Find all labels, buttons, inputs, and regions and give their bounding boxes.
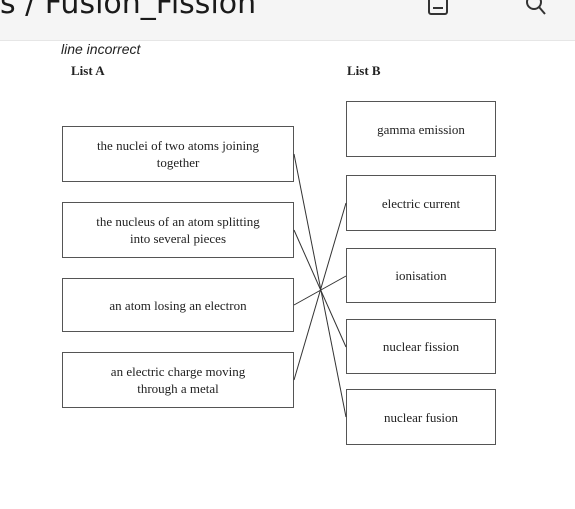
- window-title: s / Fusion_Fission: [0, 0, 257, 21]
- list-b-item: electric current: [346, 175, 496, 231]
- list-b-item: nuclear fusion: [346, 389, 496, 445]
- search-icon[interactable]: [525, 0, 547, 16]
- list-b-item: ionisation: [346, 248, 496, 303]
- connector-line: [293, 153, 347, 418]
- list-b-title: List B: [347, 63, 381, 78]
- list-a-item-label: the nucleus of an atom splitting into se…: [96, 214, 260, 246]
- list-b-item: nuclear fission: [346, 319, 496, 374]
- tab-icon[interactable]: [427, 0, 449, 16]
- list-b-item-label: nuclear fission: [382, 339, 460, 354]
- list-b-item-label: gamma emission: [377, 121, 465, 137]
- connector-line: [293, 202, 347, 381]
- list-a-item: the nuclei of two atoms joining together: [62, 126, 294, 182]
- list-a-item-label: an atom losing an electron: [109, 297, 247, 313]
- list-b-item-label: electric current: [381, 195, 461, 211]
- incorrect-note: line incorrect: [61, 41, 141, 57]
- list-b-item: gamma emission: [346, 101, 496, 157]
- list-b-item-label: nuclear fusion: [383, 409, 458, 425]
- list-b-item-label: ionisation: [395, 268, 447, 283]
- list-a-item-label: an electric charge moving through a meta…: [110, 364, 246, 396]
- top-toolbar: s / Fusion_Fission: [0, 0, 575, 41]
- list-a-item: the nucleus of an atom splitting into se…: [62, 202, 294, 258]
- list-a-item: an electric charge moving through a meta…: [62, 352, 294, 408]
- list-a-title: List A: [71, 63, 105, 78]
- list-a-item: an atom losing an electron: [62, 278, 294, 332]
- connector-line: [293, 229, 347, 348]
- list-a-item-label: the nuclei of two atoms joining together: [96, 138, 260, 170]
